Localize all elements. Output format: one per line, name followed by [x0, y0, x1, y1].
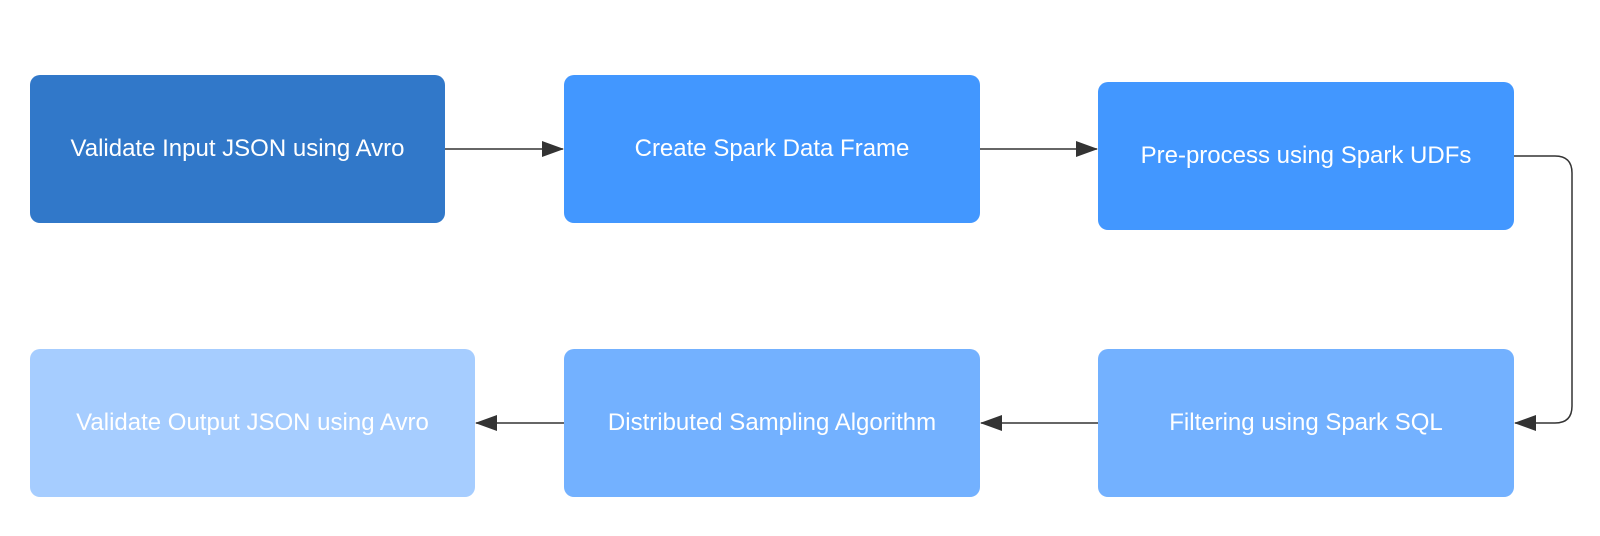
node-distributed-sampling: Distributed Sampling Algorithm	[564, 349, 980, 497]
edge-preprocess-to-filtering	[1514, 155, 1573, 431]
node-validate-output-json: Validate Output JSON using Avro	[30, 349, 475, 497]
node-validate-input-json: Validate Input JSON using Avro	[30, 75, 445, 223]
node-filtering-spark-sql: Filtering using Spark SQL	[1098, 349, 1514, 497]
node-create-spark-dataframe: Create Spark Data Frame	[564, 75, 980, 223]
node-preprocess-spark-udfs: Pre-process using Spark UDFs	[1098, 82, 1514, 230]
